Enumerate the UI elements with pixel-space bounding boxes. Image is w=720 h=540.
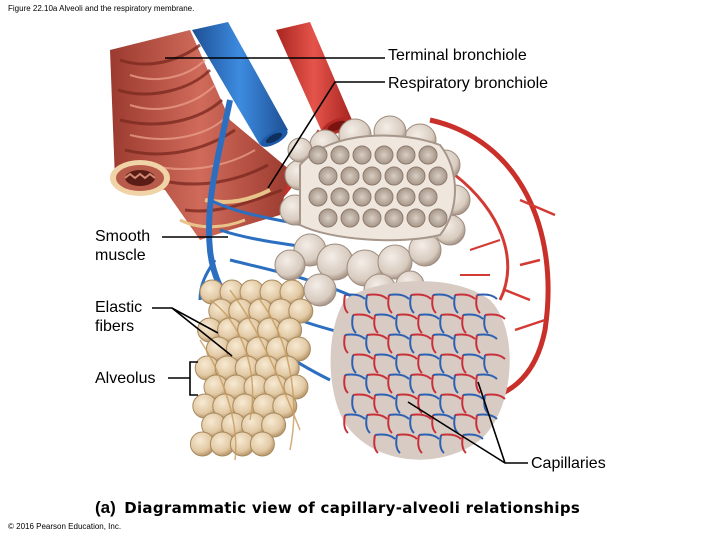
label-elastic-fibers: Elastic fibers — [95, 299, 143, 335]
leader-lines — [152, 57, 528, 464]
label-respiratory-bronchiole: Respiratory bronchiole — [388, 75, 549, 92]
label-alveolus: Alveolus — [95, 370, 156, 387]
figure-subtitle: (a) Diagrammatic view of capillary-alveo… — [95, 498, 580, 518]
figure-caption: Figure 22.10a Alveoli and the respirator… — [8, 4, 195, 13]
copyright-notice: © 2016 Pearson Education, Inc. — [8, 522, 122, 531]
figure-subtitle-text: Diagrammatic view of capillary-alveoli r… — [124, 499, 581, 517]
pulmonary-artery-arc — [429, 117, 556, 403]
label-capillaries: Capillaries — [531, 455, 606, 472]
tan-alveolar-cluster — [189, 279, 314, 461]
label-terminal-bronchiole: Terminal bronchiole — [388, 47, 527, 64]
capillary-network — [330, 281, 510, 460]
grey-alveolar-sac — [274, 115, 471, 307]
figure-part-letter: (a) — [95, 498, 116, 517]
label-smooth-muscle: Smooth muscle — [95, 228, 151, 264]
bronchiole-tube — [110, 30, 290, 240]
